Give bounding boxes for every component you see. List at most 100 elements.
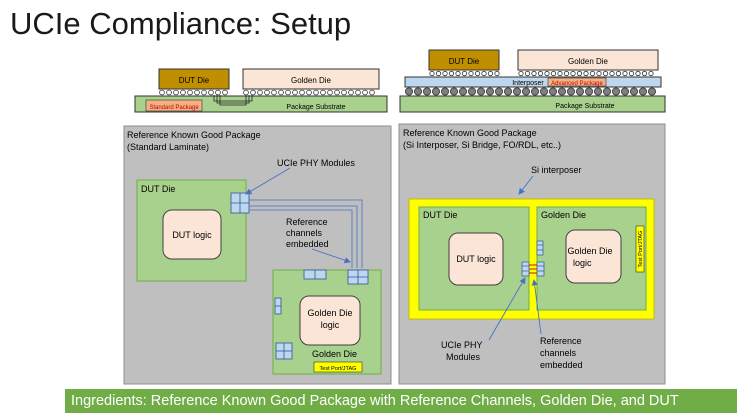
bump: [341, 89, 347, 96]
left-channels-3: embedded: [286, 239, 329, 249]
bump: [628, 70, 635, 77]
left-standard-package-tag: [145, 99, 203, 112]
right-panel-heading-2: (Si Interposer, Si Bridge, FO/RDL, etc..…: [403, 140, 561, 150]
right-c4-bumps: [404, 87, 657, 96]
left-channel-lines: [249, 199, 363, 268]
bump: [540, 87, 549, 96]
left-panel-heading-1: Reference Known Good Package: [127, 130, 261, 140]
left-dut-die: [158, 68, 230, 90]
right-golden-logic-1: Golden Die: [567, 246, 612, 256]
bump: [603, 87, 612, 96]
bump: [630, 87, 639, 96]
left-microbumps: [159, 89, 375, 96]
bump: [550, 70, 557, 77]
bump: [602, 70, 609, 77]
right-channels-2: channels: [540, 348, 577, 358]
bump: [440, 87, 449, 96]
bump: [558, 87, 567, 96]
bump: [348, 89, 354, 96]
left-channels-1: Reference: [286, 217, 328, 227]
bump: [461, 70, 468, 77]
bump: [476, 87, 485, 96]
left-golden-die-label: Golden Die: [291, 76, 332, 85]
bump: [494, 87, 503, 96]
bump: [648, 87, 657, 96]
right-channels-3: embedded: [540, 360, 583, 370]
right-interposer-label: Interposer: [512, 80, 544, 87]
bump: [334, 89, 340, 96]
bump: [494, 70, 500, 77]
bump: [166, 89, 172, 96]
bump: [639, 87, 648, 96]
right-channels-1: Reference: [540, 336, 582, 346]
left-reference-package-panel: Reference Known Good Package (Standard L…: [123, 125, 392, 385]
bump: [648, 70, 654, 77]
right-interposer: [404, 76, 662, 88]
bump: [257, 89, 263, 96]
left-phy-label: UCIe PHY Modules: [277, 158, 355, 168]
left-golden-logic-1: Golden Die: [307, 308, 352, 318]
left-dut-logic-label: DUT logic: [172, 230, 212, 240]
bump: [531, 70, 537, 77]
bump: [201, 89, 207, 96]
bump: [194, 89, 200, 96]
bump: [455, 70, 461, 77]
left-phy-arrow: [245, 167, 291, 195]
bump: [481, 70, 487, 77]
right-golden-die: [517, 49, 659, 71]
bump: [570, 70, 576, 77]
left-package-stack: DUT Die Golden Die Standard Package Pack…: [134, 68, 388, 113]
right-si-arrow: [518, 175, 534, 195]
bump: [583, 70, 589, 77]
bump: [467, 87, 476, 96]
right-si-interposer-label: Si interposer: [531, 165, 582, 175]
bump: [596, 70, 602, 77]
bump: [641, 70, 648, 77]
bump: [487, 70, 494, 77]
bump: [271, 89, 277, 96]
bump: [448, 70, 455, 77]
bump: [609, 70, 615, 77]
left-dut-die-title: DUT Die: [141, 184, 175, 194]
bump: [615, 70, 622, 77]
right-microbumps: [429, 70, 654, 77]
right-substrate: [399, 95, 666, 113]
left-channels-2: channels: [286, 228, 323, 238]
left-substrate-label: Package Substrate: [286, 104, 345, 111]
bump: [243, 89, 249, 96]
right-package-stack: DUT Die Golden Die Interposer Advanced P…: [399, 49, 666, 113]
right-dut-logic: [448, 232, 504, 286]
bump: [585, 87, 594, 96]
bump: [180, 89, 186, 96]
right-test-port-label: Test Port/JTAG: [638, 231, 644, 268]
bump: [537, 70, 544, 77]
right-dut-die-title: DUT Die: [423, 210, 457, 220]
bump: [524, 70, 531, 77]
bump: [429, 70, 435, 77]
right-panel-heading-1: Reference Known Good Package: [403, 128, 537, 138]
bump: [622, 70, 628, 77]
bump: [522, 87, 531, 96]
bump: [468, 70, 474, 77]
bump: [208, 89, 214, 96]
bump: [362, 89, 368, 96]
right-dut-die-label: DUT Die: [449, 57, 480, 66]
left-traces: [213, 95, 253, 106]
bump: [159, 89, 165, 96]
right-golden-die-title: Golden Die: [541, 210, 586, 220]
bump: [306, 89, 312, 96]
left-standard-package-label: Standard Package: [149, 105, 199, 111]
bump: [635, 70, 641, 77]
bump: [576, 70, 583, 77]
bump: [404, 87, 413, 96]
bump: [435, 70, 442, 77]
right-bridge-traces: [529, 264, 537, 274]
bump: [485, 87, 494, 96]
right-substrate-label: Package Substrate: [555, 103, 614, 110]
left-dut-logic: [162, 209, 222, 260]
bump: [442, 70, 448, 77]
left-test-port-label: Test Port/JTAG: [320, 366, 357, 372]
left-dut-die-label: DUT Die: [179, 76, 210, 85]
right-golden-die-label: Golden Die: [568, 57, 609, 66]
